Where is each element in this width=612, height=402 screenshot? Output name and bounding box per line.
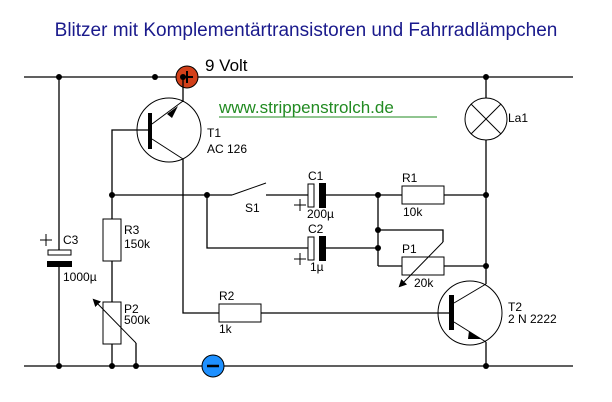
switch-s1[interactable] [231, 182, 308, 196]
capacitor-c2 [294, 236, 378, 265]
capacitor-c3 [40, 77, 72, 366]
t2-type: 2 N 2222 [508, 312, 557, 326]
p2-value: 500k [124, 313, 151, 327]
resistor-r3 [102, 195, 122, 302]
transistor-t2 [261, 280, 503, 366]
t1-label: T1 [207, 126, 221, 140]
voltage-label: 9 Volt [205, 56, 248, 75]
la1-label: La1 [508, 111, 528, 125]
website-link[interactable]: www.strippenstrolch.de [218, 98, 394, 117]
p2-label: P2 [124, 302, 139, 316]
r2-label: R2 [219, 289, 235, 303]
resistor-r2 [218, 303, 262, 323]
transistor-t1 [111, 77, 219, 314]
r1-value: 10k [403, 205, 423, 219]
c3-value: 1000µ [63, 270, 97, 284]
capacitor-c1 [294, 183, 378, 211]
r1-label: R1 [402, 171, 418, 185]
c2-label: C2 [308, 222, 324, 236]
potentiometer-p2 [92, 298, 137, 366]
c1-label: C1 [308, 169, 324, 183]
t2-label: T2 [508, 300, 522, 314]
t1-type: AC 126 [207, 142, 247, 156]
junction-dots [56, 74, 489, 369]
potentiometer-p1 [377, 195, 486, 288]
p1-value: 20k [414, 276, 434, 290]
c1-value: 200µ [307, 207, 334, 221]
diagram-title: Blitzer mit Komplementärtransistoren und… [54, 20, 558, 41]
s1-label: S1 [245, 201, 260, 215]
lamp-la1 [464, 77, 508, 284]
c2-value: 1µ [310, 260, 324, 274]
resistor-r1 [378, 185, 486, 205]
p1-label: P1 [402, 242, 417, 256]
r3-label: R3 [124, 223, 140, 237]
minus-terminal-icon [201, 354, 225, 378]
c3-label: C3 [63, 233, 79, 247]
r2-value: 1k [219, 322, 233, 336]
r3-value: 150k [124, 237, 151, 251]
plus-terminal-icon [175, 65, 199, 89]
